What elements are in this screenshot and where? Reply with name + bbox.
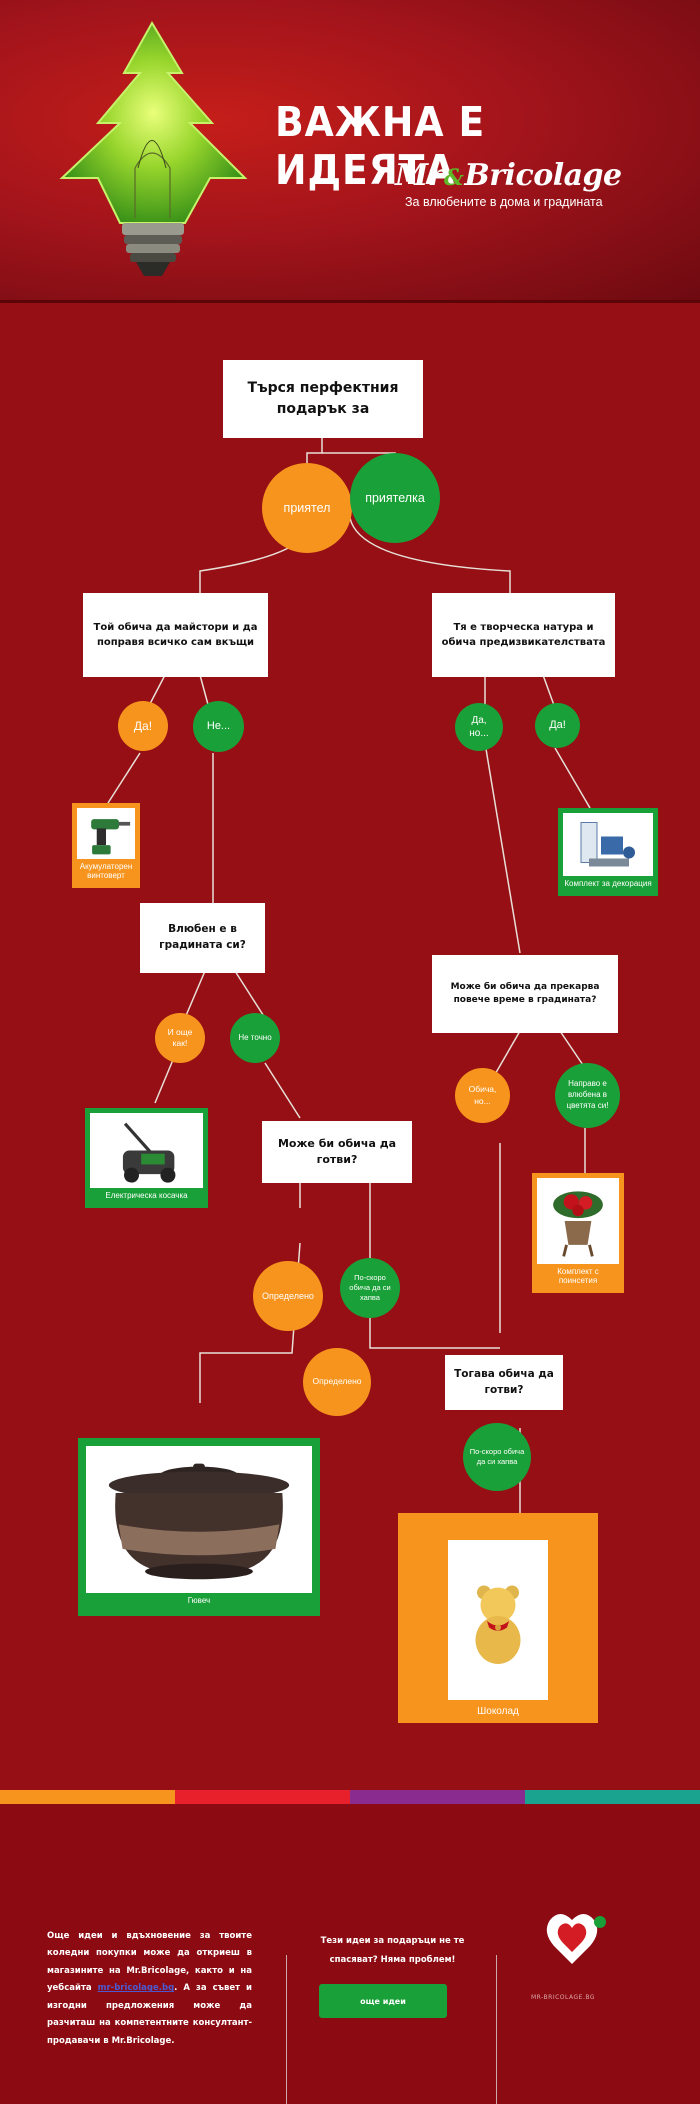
brand-name-left: Mr <box>395 158 444 193</box>
gift-label-plant: Комплект с поинсетия <box>537 1264 619 1288</box>
footer-text-end: . А за съвет и изгодни предложения може … <box>47 1983 252 2046</box>
color-stripe <box>0 1790 700 1804</box>
gift-label-decor: Комплект за декорация <box>563 876 653 891</box>
gift-card-pot: Гювеч <box>78 1438 320 1616</box>
header-divider <box>0 300 700 303</box>
answer-garden-yes[interactable]: Не точно <box>230 1013 280 1063</box>
color-stripe-orange <box>0 1790 175 1804</box>
brand-ampersand: & <box>444 165 464 191</box>
footer-divider-left <box>286 1955 287 2104</box>
gift-card-drill: Акумулаторен винтоверт <box>72 803 140 888</box>
answer-cook-yes[interactable]: Определено <box>253 1261 323 1331</box>
question-creative: Тя е творческа натура и обича предизвика… <box>432 593 615 677</box>
answer-diy-no[interactable]: Не... <box>193 701 244 752</box>
question-diy: Той обича да майстори и да поправя всичк… <box>83 593 268 677</box>
answer-cook-sweets[interactable]: По-скоро обича да си хапва <box>340 1258 400 1318</box>
gift-flowchart: Търся перфектния подарък за приятел прия… <box>0 303 700 1790</box>
header-banner: ВАЖНА Е ИДЕЯТА Mr&Bricolage За влюбените… <box>0 0 700 300</box>
gift-label-chocolate: Шоколад <box>477 1706 519 1717</box>
brand-name-right: Bricolage <box>464 158 622 193</box>
gift-card-chocolate: Шоколад <box>398 1513 598 1723</box>
color-stripe-red <box>175 1790 350 1804</box>
website-link[interactable]: mr-bricolage.bg <box>97 1983 175 1994</box>
footer-website: MR-BRICOLAGE.BG <box>531 1994 596 2001</box>
gift-card-decor: Комплект за декорация <box>558 808 658 896</box>
lawnmower-image <box>122 1122 176 1183</box>
gift-label-pot: Гювеч <box>86 1593 312 1608</box>
answer-cook-yes-her[interactable]: Определено <box>303 1348 371 1416</box>
brand-tagline: За влюбените в дома и градината <box>405 195 603 209</box>
color-stripe-purple <box>350 1790 525 1804</box>
more-ideas-button[interactable]: още идеи <box>319 1984 447 2018</box>
footer-divider-right <box>496 1955 497 2104</box>
answer-garden-time-yes[interactable]: Обича, но... <box>455 1068 510 1123</box>
start-question: Търся перфектния подарък за <box>223 360 423 438</box>
chocolate-bear-image <box>448 1540 548 1700</box>
answer-creative-no[interactable]: Да, но... <box>455 703 503 751</box>
campaign-title: ВАЖНА Е ИДЕЯТА <box>275 98 486 194</box>
footer-question: Тези идеи за подаръци не те спасяват? Ня… <box>320 1936 465 1965</box>
question-garden-time: Може би обича да прекарва повече време в… <box>432 955 618 1033</box>
gift-card-mower: Електрическа косачка <box>85 1108 208 1208</box>
poinsettia-image <box>553 1191 603 1257</box>
color-stripe-teal <box>525 1790 700 1804</box>
answer-cook-her-sweets[interactable]: По-скоро обича да си хапва <box>463 1423 531 1491</box>
footer-text: Още идеи и вдъхновение за твоите коледни… <box>47 1928 252 2050</box>
clay-pot-image <box>108 1463 290 1580</box>
christmas-tree-bulb-icon <box>59 21 248 276</box>
answer-diy-yes[interactable]: Да! <box>118 701 168 751</box>
gift-label-mower: Електрическа косачка <box>90 1188 203 1203</box>
question-cook-her: Тогава обича да готви? <box>445 1355 563 1410</box>
question-cook-him: Може би обича да готви? <box>262 1121 412 1183</box>
footer-text-start: Още идеи и вдъхновение за твоите коледни… <box>47 1931 252 1994</box>
answer-garden-no[interactable]: И още как! <box>155 1013 205 1063</box>
footer: Още идеи и вдъхновение за твоите коледни… <box>0 1804 700 2104</box>
question-garden: Влюбен е в градината си? <box>140 903 265 973</box>
answer-garden-time-plant[interactable]: Направо е влюбена в цветята си! <box>555 1063 620 1128</box>
heart-logo-icon <box>546 1914 606 1964</box>
drill-image <box>91 819 131 855</box>
gift-label-drill: Акумулаторен винтоверт <box>77 859 135 883</box>
answer-creative-yes[interactable]: Да! <box>535 703 580 748</box>
option-friend-female[interactable]: приятелка <box>350 453 440 543</box>
brand-logo: Mr&Bricolage <box>395 158 622 193</box>
gift-card-plant: Комплект с поинсетия <box>532 1173 624 1293</box>
option-friend-male[interactable]: приятел <box>262 463 352 553</box>
decor-kit-image <box>580 822 635 867</box>
